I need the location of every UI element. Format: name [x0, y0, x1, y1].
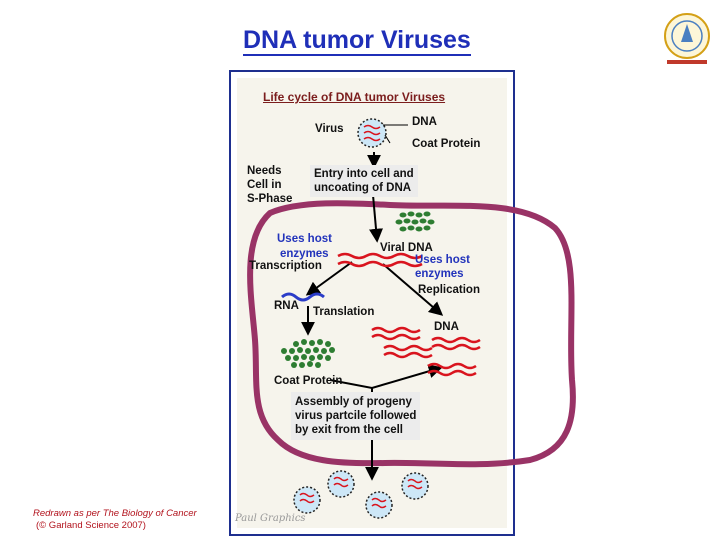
virus-particle-top — [357, 118, 387, 148]
credit-line1: Redrawn as per The Biology of Cancer — [33, 508, 197, 519]
viral-dna-label: Viral DNA — [380, 242, 433, 254]
entry-box: Entry into cell and uncoating of DNA — [310, 165, 418, 197]
assembly-box-line1: Assembly of progeny — [295, 396, 412, 408]
progeny-virus-1 — [293, 486, 321, 514]
assembly-box-line3: by exit from the cell — [295, 424, 404, 436]
assembly-box-line2: virus partcile followed — [295, 410, 417, 422]
translation-label: Translation — [313, 306, 375, 318]
progeny-virus-3 — [365, 491, 393, 519]
replication-label: Replication — [418, 284, 480, 296]
dna-label: DNA — [412, 116, 437, 128]
diagram-title: Life cycle of DNA tumor Viruses — [263, 90, 446, 104]
arrow-replication — [382, 263, 444, 316]
virus-label: Virus — [315, 123, 344, 135]
uses-host-left-line2: enzymes — [280, 248, 329, 260]
coat-protein-product-label: Coat Protein — [274, 375, 343, 387]
entry-box-line1: Entry into cell and — [314, 168, 414, 180]
dna-product-label: DNA — [434, 321, 459, 333]
coat-pointer — [384, 134, 391, 144]
protein-cluster-entry — [395, 211, 435, 232]
slide-title: DNA tumor Viruses — [243, 26, 471, 56]
assembly-box: Assembly of progeny virus partcile follo… — [291, 392, 421, 440]
needs-s-phase-line1: Needs — [247, 165, 282, 177]
needs-s-phase-line3: S-Phase — [247, 193, 293, 205]
arrow-entry-to-viral-dna — [369, 194, 383, 243]
cell-membrane — [247, 200, 576, 468]
uses-host-left-line1: Uses host — [277, 233, 332, 245]
replicated-dna-strands — [371, 326, 481, 377]
coat-protein-label: Coat Protein — [412, 138, 481, 150]
credit-line2: (© Garland Science 2007) — [36, 520, 146, 531]
viral-dna-strands — [337, 252, 423, 268]
rna-strand — [281, 292, 325, 302]
transcription-label: Transcription — [249, 260, 322, 272]
institution-logo — [664, 13, 710, 64]
watermark: Paul Graphics — [235, 513, 306, 524]
uses-host-right-line1: Uses host — [415, 254, 470, 266]
uses-host-right-line2: enzymes — [415, 268, 464, 280]
arrow-assembly — [329, 364, 443, 390]
entry-box-line2: uncoating of DNA — [314, 182, 412, 194]
arrow-transcription — [305, 261, 353, 296]
coat-protein-cluster — [281, 339, 335, 368]
progeny-virus-2 — [327, 470, 355, 498]
progeny-virus-4 — [401, 472, 429, 500]
rna-label: RNA — [274, 300, 299, 312]
needs-s-phase-line2: Cell in — [247, 179, 282, 191]
